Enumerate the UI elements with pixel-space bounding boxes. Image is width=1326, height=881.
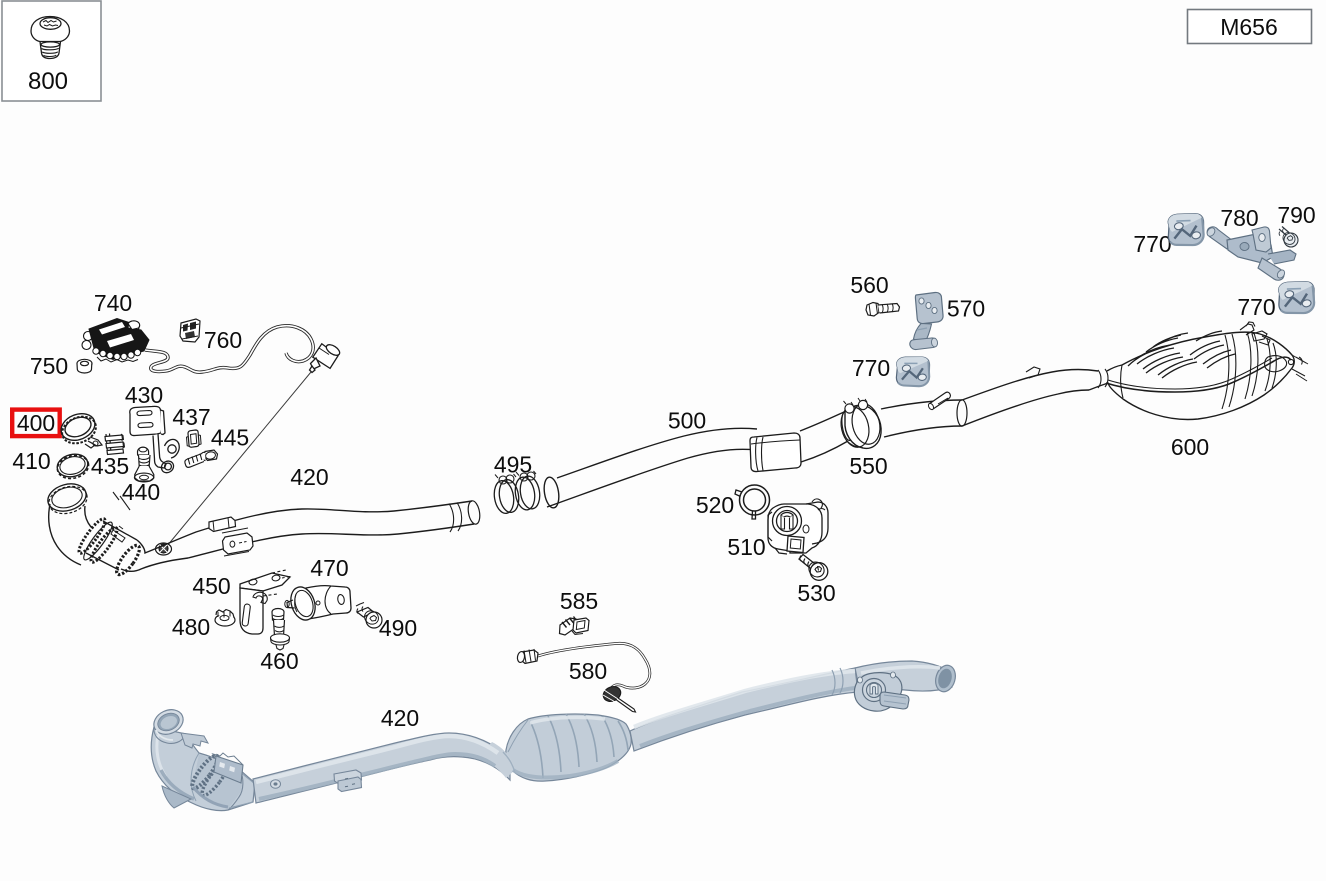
svg-text:500: 500 — [668, 408, 706, 434]
svg-text:437: 437 — [172, 404, 210, 430]
svg-text:400: 400 — [17, 410, 55, 436]
svg-text:420: 420 — [381, 705, 419, 731]
svg-text:600: 600 — [1171, 434, 1209, 460]
svg-text:550: 550 — [849, 453, 887, 479]
svg-text:800: 800 — [28, 68, 68, 95]
svg-text:410: 410 — [12, 448, 50, 474]
svg-text:M656: M656 — [1220, 14, 1278, 40]
svg-text:740: 740 — [94, 290, 132, 316]
svg-text:490: 490 — [379, 615, 417, 641]
svg-text:450: 450 — [192, 573, 230, 599]
svg-text:510: 510 — [727, 534, 765, 560]
svg-text:440: 440 — [122, 479, 160, 505]
svg-text:585: 585 — [560, 588, 598, 614]
svg-text:445: 445 — [211, 425, 249, 451]
svg-text:770: 770 — [1237, 294, 1275, 320]
svg-text:780: 780 — [1220, 205, 1258, 231]
svg-text:420: 420 — [290, 464, 328, 490]
svg-text:530: 530 — [797, 580, 835, 606]
svg-text:750: 750 — [30, 353, 68, 379]
svg-text:770: 770 — [852, 355, 890, 381]
svg-text:460: 460 — [260, 648, 298, 674]
svg-text:560: 560 — [850, 272, 888, 298]
svg-text:520: 520 — [696, 492, 734, 518]
svg-text:430: 430 — [125, 382, 163, 408]
svg-text:570: 570 — [947, 296, 985, 322]
svg-text:435: 435 — [91, 453, 129, 479]
svg-text:480: 480 — [172, 614, 210, 640]
svg-text:790: 790 — [1277, 202, 1315, 228]
svg-text:770: 770 — [1133, 231, 1171, 257]
svg-text:470: 470 — [310, 555, 348, 581]
svg-text:580: 580 — [569, 658, 607, 684]
svg-text:760: 760 — [204, 327, 242, 353]
